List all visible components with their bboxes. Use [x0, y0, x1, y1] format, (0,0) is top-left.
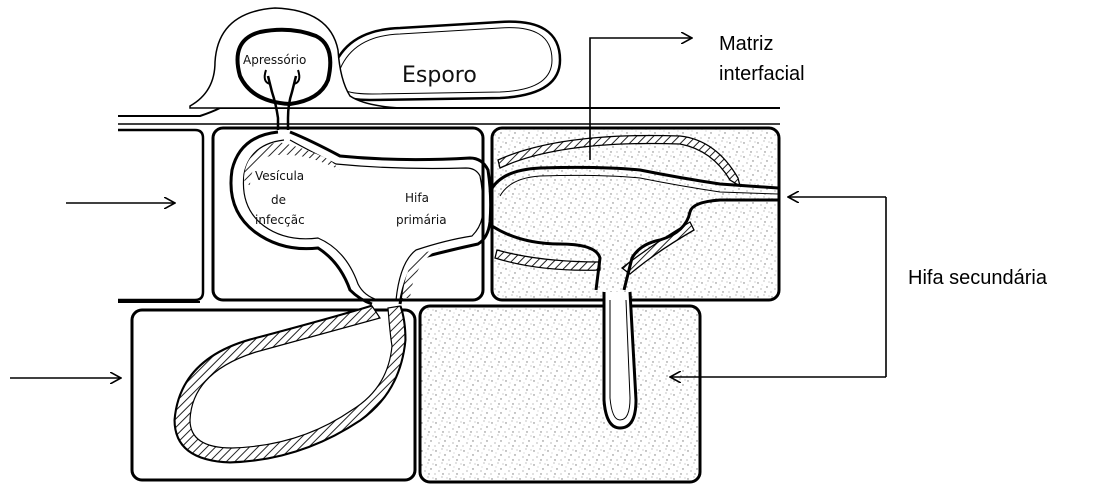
label-vesicula-1: Vesícula — [255, 169, 304, 183]
label-vesicula-3: infecçãc — [255, 213, 305, 227]
cell-left-fragment — [118, 130, 203, 300]
label-matriz-2: interfacial — [719, 63, 805, 85]
cell-lower-right — [420, 306, 700, 482]
label-hifa-secundaria: Hifa secundária — [908, 267, 1048, 289]
label-hifa-primaria-1: Hifa — [405, 191, 429, 205]
label-matriz-1: Matriz — [719, 33, 773, 55]
secondary-hypha — [604, 292, 636, 428]
label-hifa-primaria-2: primária — [396, 213, 447, 227]
plant-cells — [118, 108, 780, 482]
label-apressorio: Apressório — [243, 53, 306, 67]
label-vesicula-2: de — [271, 193, 286, 207]
label-esporo: Esporo — [402, 63, 477, 88]
cuticle-top-line — [118, 108, 780, 116]
